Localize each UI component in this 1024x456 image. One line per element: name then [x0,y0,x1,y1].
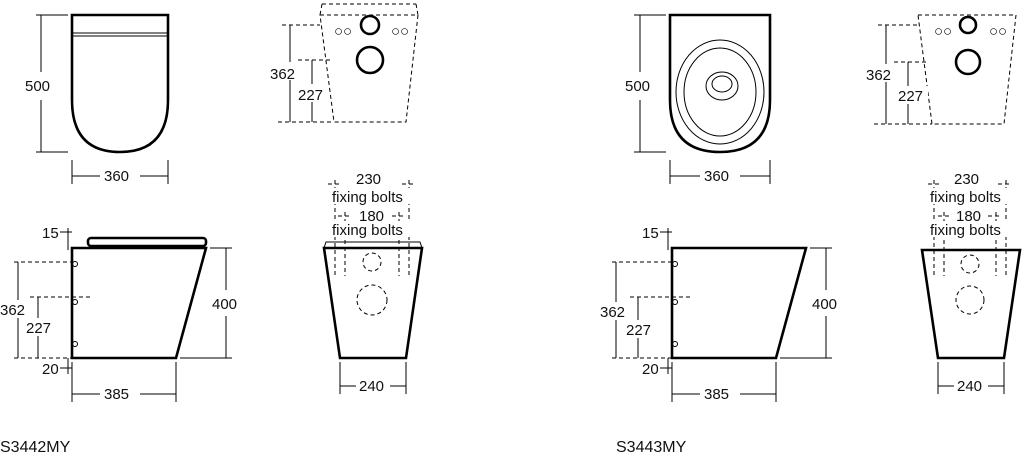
hole-mark-right: ○○ [989,23,1007,40]
front-bolts-inner-caption: fixing bolts [332,222,403,239]
rear-view: ○○ ○○ 362 227 [866,14,1017,125]
hole-mark-left: ○○ [334,23,352,40]
hole-mark-right: ○○ [391,23,409,40]
plan-width-label: 360 [104,168,129,185]
front-view: 230 fixing bolts 180 fixing bolts 240 [920,170,1022,395]
front-bolts-outer-label: 230 [356,171,381,188]
side-view: 362 227 15 20 400 385 [0,225,237,403]
side-upper-label: 362 [0,302,25,319]
hole-mark-left: ○○ [934,23,952,40]
side-view: 362 227 15 20 400 385 [600,225,837,403]
side-depth-label: 385 [104,386,129,403]
front-bolts-outer-caption: fixing bolts [930,189,1001,206]
model-1: 500 360 ○○ ○○ 362 227 [0,3,424,456]
plan-view: 500 360 [625,13,772,185]
front-view: 230 fixing bolts 180 fixing bolts 240 [322,170,424,395]
front-bolts-outer-caption: fixing bolts [332,189,403,206]
rear-lower-label: 227 [298,87,323,104]
side-bottom-label: 20 [42,361,59,378]
plan-view: 500 360 [25,13,170,185]
side-height-label: 400 [212,296,237,313]
rear-lower-label: 227 [898,88,923,105]
side-depth-label: 385 [704,386,729,403]
side-top-label: 15 [42,225,59,242]
front-width-label: 240 [359,378,384,395]
front-bolts-inner-label: 180 [956,208,981,225]
plan-height-label: 500 [25,78,50,95]
front-bolts-inner-label: 180 [359,208,384,225]
model-2: 500 360 ○○ ○○ 362 227 [600,13,1022,456]
side-bottom-label: 20 [642,361,659,378]
side-top-label: 15 [642,225,659,242]
model-code: S3442MY [0,439,71,456]
rear-upper-label: 362 [270,66,295,83]
side-upper-label: 362 [600,304,625,321]
front-bolts-inner-caption: fixing bolts [930,222,1001,239]
front-bolts-outer-label: 230 [954,171,979,188]
plan-height-label: 500 [625,78,650,95]
side-lower-label: 227 [626,322,651,339]
front-width-label: 240 [957,378,982,395]
model-code: S3443MY [616,439,687,456]
plan-width-label: 360 [704,168,729,185]
side-lower-label: 227 [26,320,51,337]
rear-upper-label: 362 [866,67,891,84]
side-height-label: 400 [812,296,837,313]
rear-view: ○○ ○○ 362 227 [270,3,419,123]
